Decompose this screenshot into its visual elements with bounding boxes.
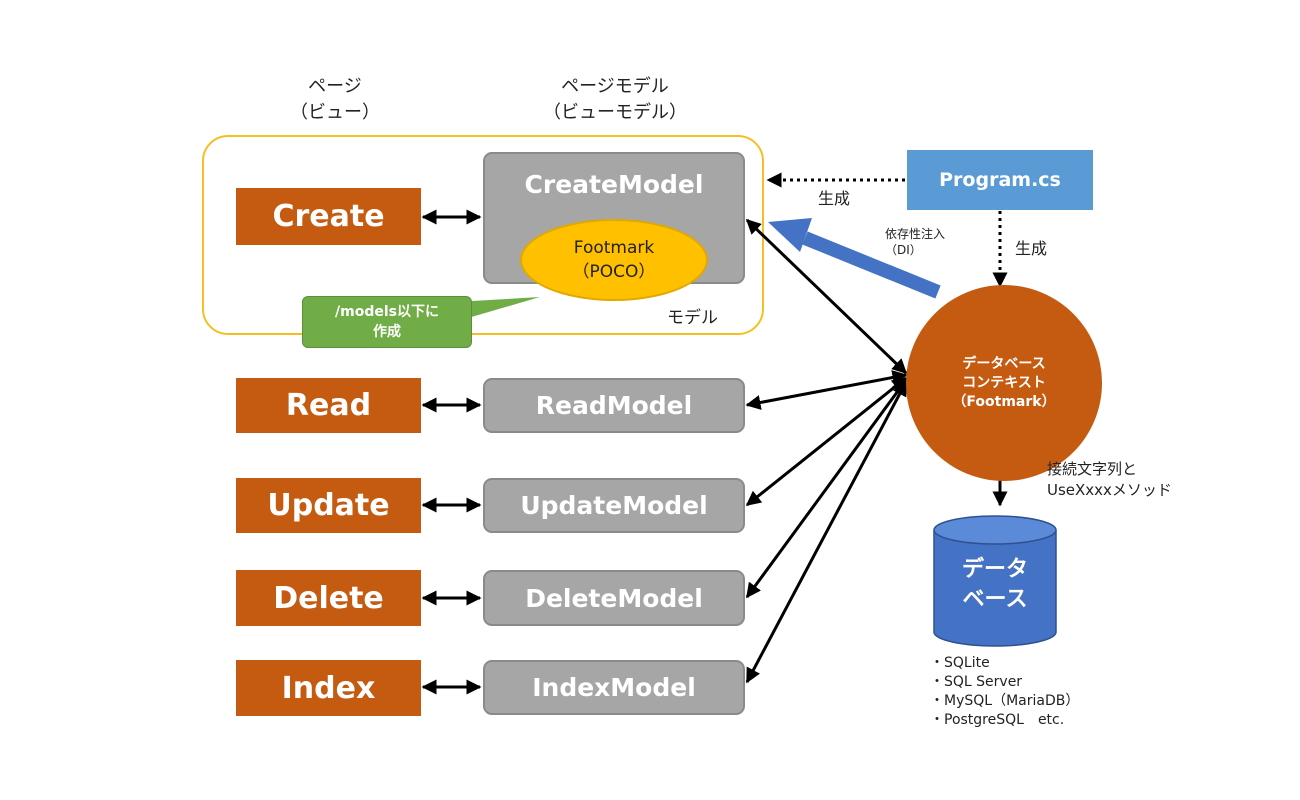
pagemodel-header-line1: ページモデル bbox=[561, 76, 669, 97]
database-cylinder bbox=[933, 515, 1057, 647]
supported-db-list: ・SQLite ・SQL Server ・MySQL（MariaDB） ・Pos… bbox=[930, 654, 1079, 730]
database-line2: ベース bbox=[962, 587, 1028, 612]
database-context-circle[interactable]: データベース コンテキスト （Footmark） bbox=[906, 285, 1102, 481]
page-column-header: ページ （ビュー） bbox=[280, 74, 390, 126]
db-list-item: ・MySQL（MariaDB） bbox=[930, 693, 1080, 709]
di-label: 依存性注入 （DI） bbox=[885, 226, 945, 258]
page-delete[interactable]: Delete bbox=[236, 570, 421, 626]
page-create[interactable]: Create bbox=[236, 188, 421, 245]
model-update[interactable]: UpdateModel bbox=[483, 478, 745, 533]
page-update[interactable]: Update bbox=[236, 478, 421, 533]
di-arrow bbox=[768, 218, 941, 299]
model-delete[interactable]: DeleteModel bbox=[483, 570, 745, 626]
page-header-line1: ページ bbox=[308, 76, 362, 97]
connection-line1: 接続文字列と bbox=[1047, 460, 1138, 478]
footmark-label: Footmark bbox=[573, 238, 655, 258]
page-header-line2: （ビュー） bbox=[290, 102, 380, 123]
generate-left-label: 生成 bbox=[818, 189, 851, 208]
database-line1: データ bbox=[961, 557, 1028, 582]
program-cs-box[interactable]: Program.cs bbox=[907, 150, 1093, 210]
pagemodel-header-line2: （ビューモデル） bbox=[543, 102, 687, 123]
create-context-arrow bbox=[745, 218, 908, 375]
models-folder-note: /models以下に 作成 bbox=[302, 296, 472, 348]
di-label-line2: （DI） bbox=[885, 243, 922, 257]
db-list-item: ・PostgreSQL etc. bbox=[930, 712, 1065, 728]
note-line2: 作成 bbox=[373, 324, 401, 340]
generate-down-label: 生成 bbox=[1015, 239, 1048, 258]
di-label-line1: 依存性注入 bbox=[885, 227, 946, 241]
database-label: データ ベース bbox=[934, 555, 1056, 615]
connection-line2: UseXxxxメソッド bbox=[1047, 481, 1172, 499]
context-line2: コンテキスト bbox=[962, 374, 1046, 391]
footmark-poco-ellipse[interactable]: Footmark （POCO） bbox=[520, 219, 708, 301]
model-caption: モデル bbox=[667, 308, 718, 328]
model-read[interactable]: ReadModel bbox=[483, 378, 745, 433]
page-index[interactable]: Index bbox=[236, 660, 421, 716]
context-line1: データベース bbox=[962, 355, 1046, 372]
connection-label: 接続文字列と UseXxxxメソッド bbox=[1047, 459, 1172, 501]
page-read[interactable]: Read bbox=[236, 378, 421, 433]
poco-label: （POCO） bbox=[572, 262, 656, 282]
index-context-arrow bbox=[745, 380, 908, 684]
note-line1: /models以下に bbox=[335, 304, 439, 320]
model-index[interactable]: IndexModel bbox=[483, 660, 745, 715]
db-list-item: ・SQL Server bbox=[930, 674, 1023, 690]
pagemodel-column-header: ページモデル （ビューモデル） bbox=[520, 74, 710, 126]
context-line3: （Footmark） bbox=[952, 393, 1056, 410]
db-list-item: ・SQLite bbox=[930, 655, 990, 671]
